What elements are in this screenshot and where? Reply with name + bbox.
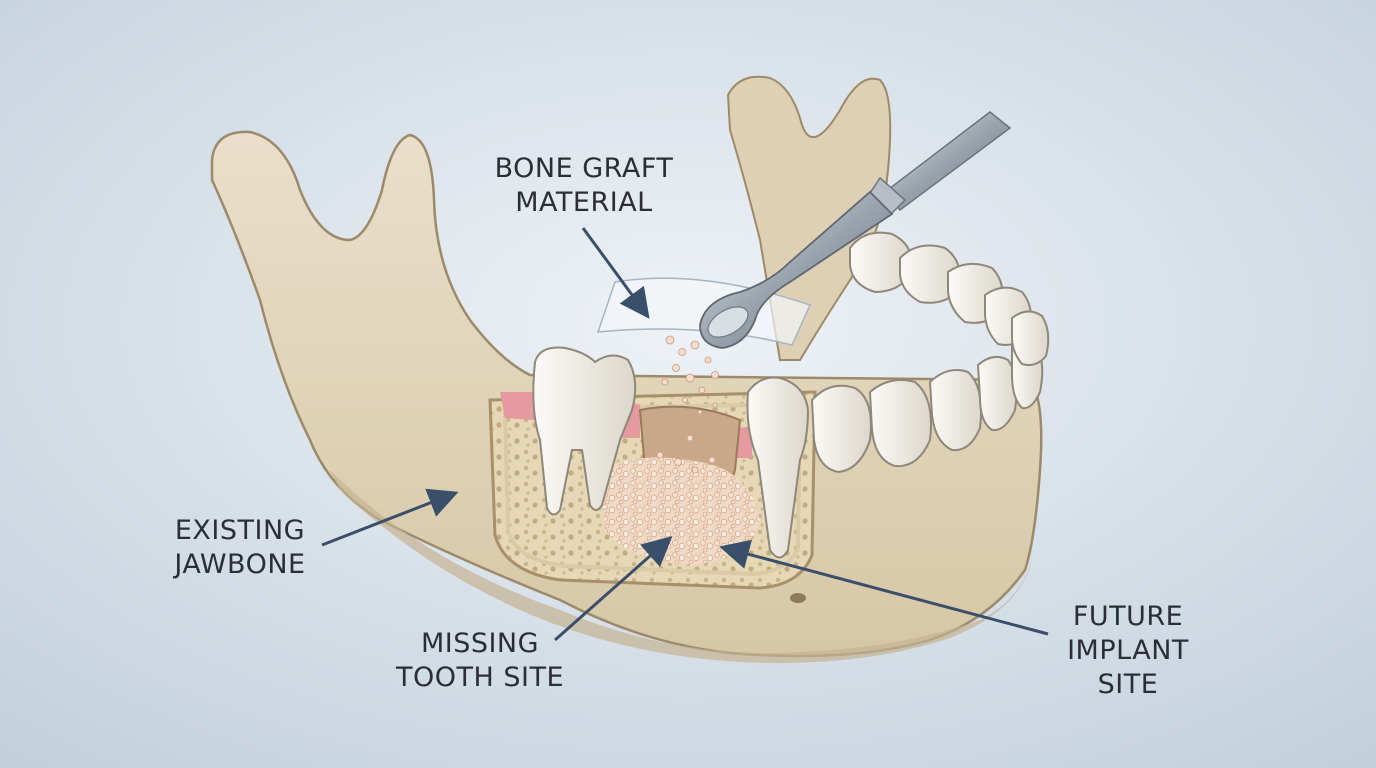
cortical-rim (502, 401, 803, 577)
label-future-implant-site: FUTURE IMPLANT SITE (1050, 600, 1206, 702)
back-teeth (849, 231, 1050, 366)
front-teeth (810, 339, 1044, 474)
label-future-implant-line1: FUTURE (1072, 601, 1184, 632)
label-existing-jawbone: EXISTING JAWBONE (152, 514, 328, 582)
label-existing-jawbone-line2: JAWBONE (174, 549, 306, 580)
graft-particles (656, 331, 729, 474)
label-future-implant-line3: SITE (1097, 669, 1159, 700)
label-bone-graft-line1: BONE GRAFT (494, 153, 674, 184)
label-future-implant-line2: IMPLANT (1067, 635, 1189, 666)
arrow-missing-tooth (554, 536, 673, 642)
molar-tooth (532, 346, 637, 516)
premolar-tooth (746, 376, 810, 559)
arrow-bone-graft (581, 227, 650, 319)
label-bone-graft-line2: MATERIAL (515, 187, 653, 218)
gum-left (500, 392, 540, 420)
arrow-future-implant (719, 539, 1049, 636)
mental-foramen (790, 593, 806, 603)
graft-fill (600, 457, 760, 565)
label-missing-tooth-site: MISSING TOOTH SITE (388, 627, 572, 695)
label-missing-tooth-line2: TOOTH SITE (395, 662, 565, 693)
label-missing-tooth-line1: MISSING (420, 628, 540, 659)
graft-instrument (699, 111, 1012, 349)
arrow-existing-jawbone (321, 488, 459, 547)
label-bone-graft-material: BONE GRAFT MATERIAL (470, 152, 698, 220)
label-existing-jawbone-line1: EXISTING (174, 515, 306, 546)
